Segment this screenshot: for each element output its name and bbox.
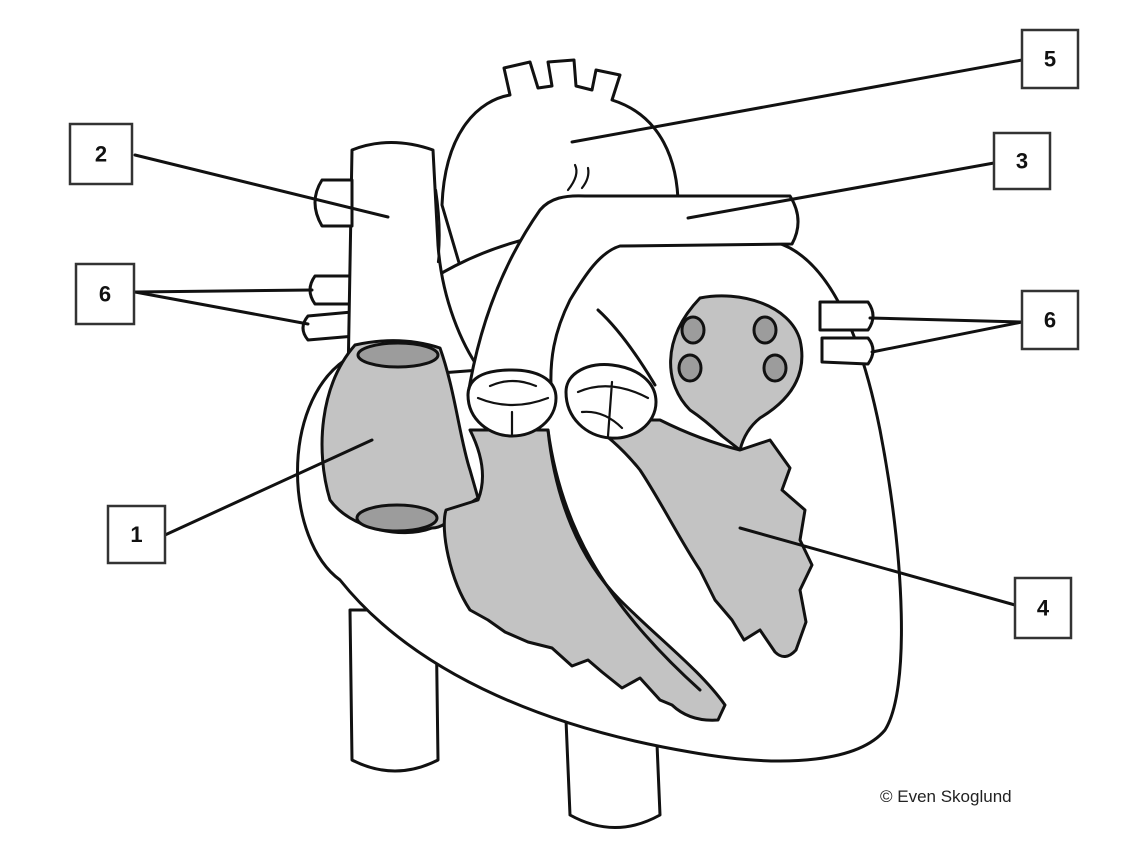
- leader-line-6a: [135, 290, 312, 292]
- label-4: 4: [1037, 596, 1050, 621]
- leader-line-6b: [135, 292, 308, 324]
- leader-line-6d: [872, 322, 1022, 352]
- label-2: 2: [95, 142, 107, 167]
- pulmonary-vein-left-lower: [303, 312, 355, 340]
- label-1: 1: [130, 522, 142, 547]
- pv-opening-1: [682, 317, 704, 343]
- leader-line-6c: [870, 318, 1022, 322]
- label-3: 3: [1016, 149, 1028, 174]
- label-6-right: 6: [1044, 308, 1056, 333]
- svc-opening: [358, 343, 438, 367]
- label-box-4: 4: [1015, 578, 1071, 638]
- pv-opening-3: [679, 355, 701, 381]
- label-box-1: 1: [108, 506, 165, 563]
- leader-line-3: [688, 163, 994, 218]
- label-box-2: 2: [70, 124, 132, 184]
- pv-opening-4: [764, 355, 786, 381]
- label-box-3: 3: [994, 133, 1050, 189]
- pulmonary-vein-right-lower: [822, 338, 873, 364]
- leader-line-5: [572, 60, 1022, 142]
- copyright-credit: © Even Skoglund: [880, 787, 1012, 806]
- pulmonary-vein-right-upper: [820, 302, 873, 330]
- ivc-opening: [357, 505, 437, 531]
- pulmonary-vein-left-upper: [310, 276, 352, 304]
- label-box-6-left: 6: [76, 264, 134, 324]
- label-5: 5: [1044, 47, 1056, 72]
- label-box-5: 5: [1022, 30, 1078, 88]
- label-box-6-right: 6: [1022, 291, 1078, 349]
- pv-opening-2: [754, 317, 776, 343]
- label-6-left: 6: [99, 282, 111, 307]
